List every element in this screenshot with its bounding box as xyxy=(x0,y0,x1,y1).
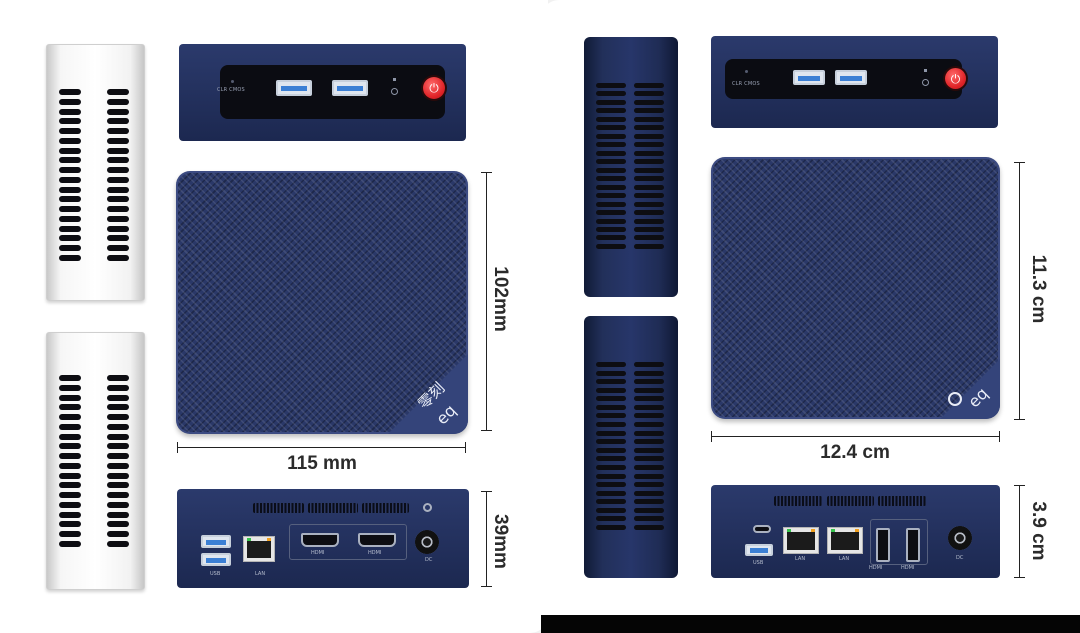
rear-vent xyxy=(362,503,409,513)
brand-logo-icon xyxy=(948,392,962,406)
usb-c-port-icon xyxy=(753,525,771,533)
dc-jack-icon xyxy=(948,526,972,550)
usb-a-port-icon xyxy=(835,70,867,85)
left-front-view: CLR CMOS xyxy=(179,44,466,141)
rear-vent xyxy=(774,496,822,506)
vent-column xyxy=(59,89,81,261)
width-dimension-line xyxy=(711,431,1000,442)
height-dimension-line xyxy=(481,491,492,587)
left-side-panel-top xyxy=(46,44,145,301)
hdmi-label: HDMI xyxy=(368,550,382,556)
lid-corner-accent xyxy=(940,359,1000,419)
hdmi-port-icon xyxy=(301,533,339,547)
clr-cmos-hole xyxy=(231,80,234,83)
lan-port-icon xyxy=(783,527,819,554)
rear-vent xyxy=(827,496,874,506)
hdmi-port-frame xyxy=(289,524,407,560)
rear-vent xyxy=(308,503,358,513)
width-dimension-line xyxy=(177,442,466,453)
lan-label: LAN xyxy=(795,556,806,562)
bottom-black-bar xyxy=(541,615,1080,633)
hdmi-label: HDMI xyxy=(311,550,325,556)
indicator-dot xyxy=(924,69,927,72)
indicator-dot xyxy=(393,78,396,81)
usb-a-port-icon xyxy=(201,535,231,548)
depth-dimension-label: 102mm xyxy=(490,266,511,332)
clr-cmos-hole xyxy=(745,70,748,73)
power-icon xyxy=(945,68,966,89)
lan-port-icon xyxy=(243,536,275,562)
vent-column xyxy=(107,89,129,261)
hdmi-label: HDMI xyxy=(869,565,883,571)
dc-label: DC xyxy=(956,555,964,561)
hdmi-port-icon xyxy=(876,528,890,562)
hdmi-port-icon xyxy=(906,528,920,562)
left-rear-view: USB LAN HDMI HDMI DC xyxy=(177,489,469,588)
front-port-panel: CLR CMOS xyxy=(725,59,966,99)
right-rear-view: USB LAN LAN HDMI HDMI DC xyxy=(711,485,1000,578)
vent-column xyxy=(596,83,626,249)
lid-corner-accent xyxy=(388,354,468,434)
hdmi-label: HDMI xyxy=(901,565,915,571)
front-port-panel: CLR CMOS xyxy=(217,65,445,119)
usb-a-port-icon xyxy=(745,544,773,556)
right-side-panel-top xyxy=(584,37,678,297)
depth-dimension-line xyxy=(481,172,492,431)
usb-label: USB xyxy=(210,571,221,577)
left-side-panel-bottom xyxy=(46,332,145,590)
vent-column xyxy=(596,362,626,530)
kensington-lock-icon xyxy=(423,503,432,512)
usb-label: USB xyxy=(753,560,764,566)
height-dimension-line xyxy=(1014,485,1025,578)
clr-cmos-label: CLR CMOS xyxy=(217,87,245,93)
right-front-view: CLR CMOS xyxy=(711,36,998,128)
vent-column xyxy=(107,375,129,547)
rear-vent xyxy=(253,503,304,513)
depth-dimension-label: 11.3 cm xyxy=(1028,254,1049,324)
vent-column xyxy=(634,83,664,249)
vent-column xyxy=(634,362,664,530)
height-dimension-label: 3.9 cm xyxy=(1028,501,1049,561)
audio-jack-icon xyxy=(922,79,929,86)
clr-cmos-label: CLR CMOS xyxy=(732,81,760,87)
lan-label: LAN xyxy=(255,571,266,577)
usb-a-port-icon xyxy=(793,70,825,85)
usb-a-port-icon xyxy=(201,553,231,566)
right-side-panel-bottom xyxy=(584,316,678,578)
width-dimension-label: 12.4 cm xyxy=(820,442,890,463)
lan-label: LAN xyxy=(839,556,850,562)
rear-vent xyxy=(878,496,926,506)
dc-label: DC xyxy=(425,557,433,563)
hdmi-port-frame xyxy=(870,519,928,565)
width-dimension-label: 115 mm xyxy=(287,453,357,474)
lan-port-icon xyxy=(827,527,863,554)
depth-dimension-line xyxy=(1014,162,1025,420)
audio-jack-icon xyxy=(391,88,398,95)
right-top-lid: eq xyxy=(711,157,1000,419)
hdmi-port-icon xyxy=(358,533,396,547)
usb-a-port-icon xyxy=(332,80,368,96)
usb-a-port-icon xyxy=(276,80,312,96)
dc-jack-icon xyxy=(415,530,439,554)
power-icon xyxy=(423,77,445,99)
vent-column xyxy=(59,375,81,547)
height-dimension-label: 39mm xyxy=(490,514,511,569)
left-top-lid: 零刻 eq xyxy=(176,171,468,434)
